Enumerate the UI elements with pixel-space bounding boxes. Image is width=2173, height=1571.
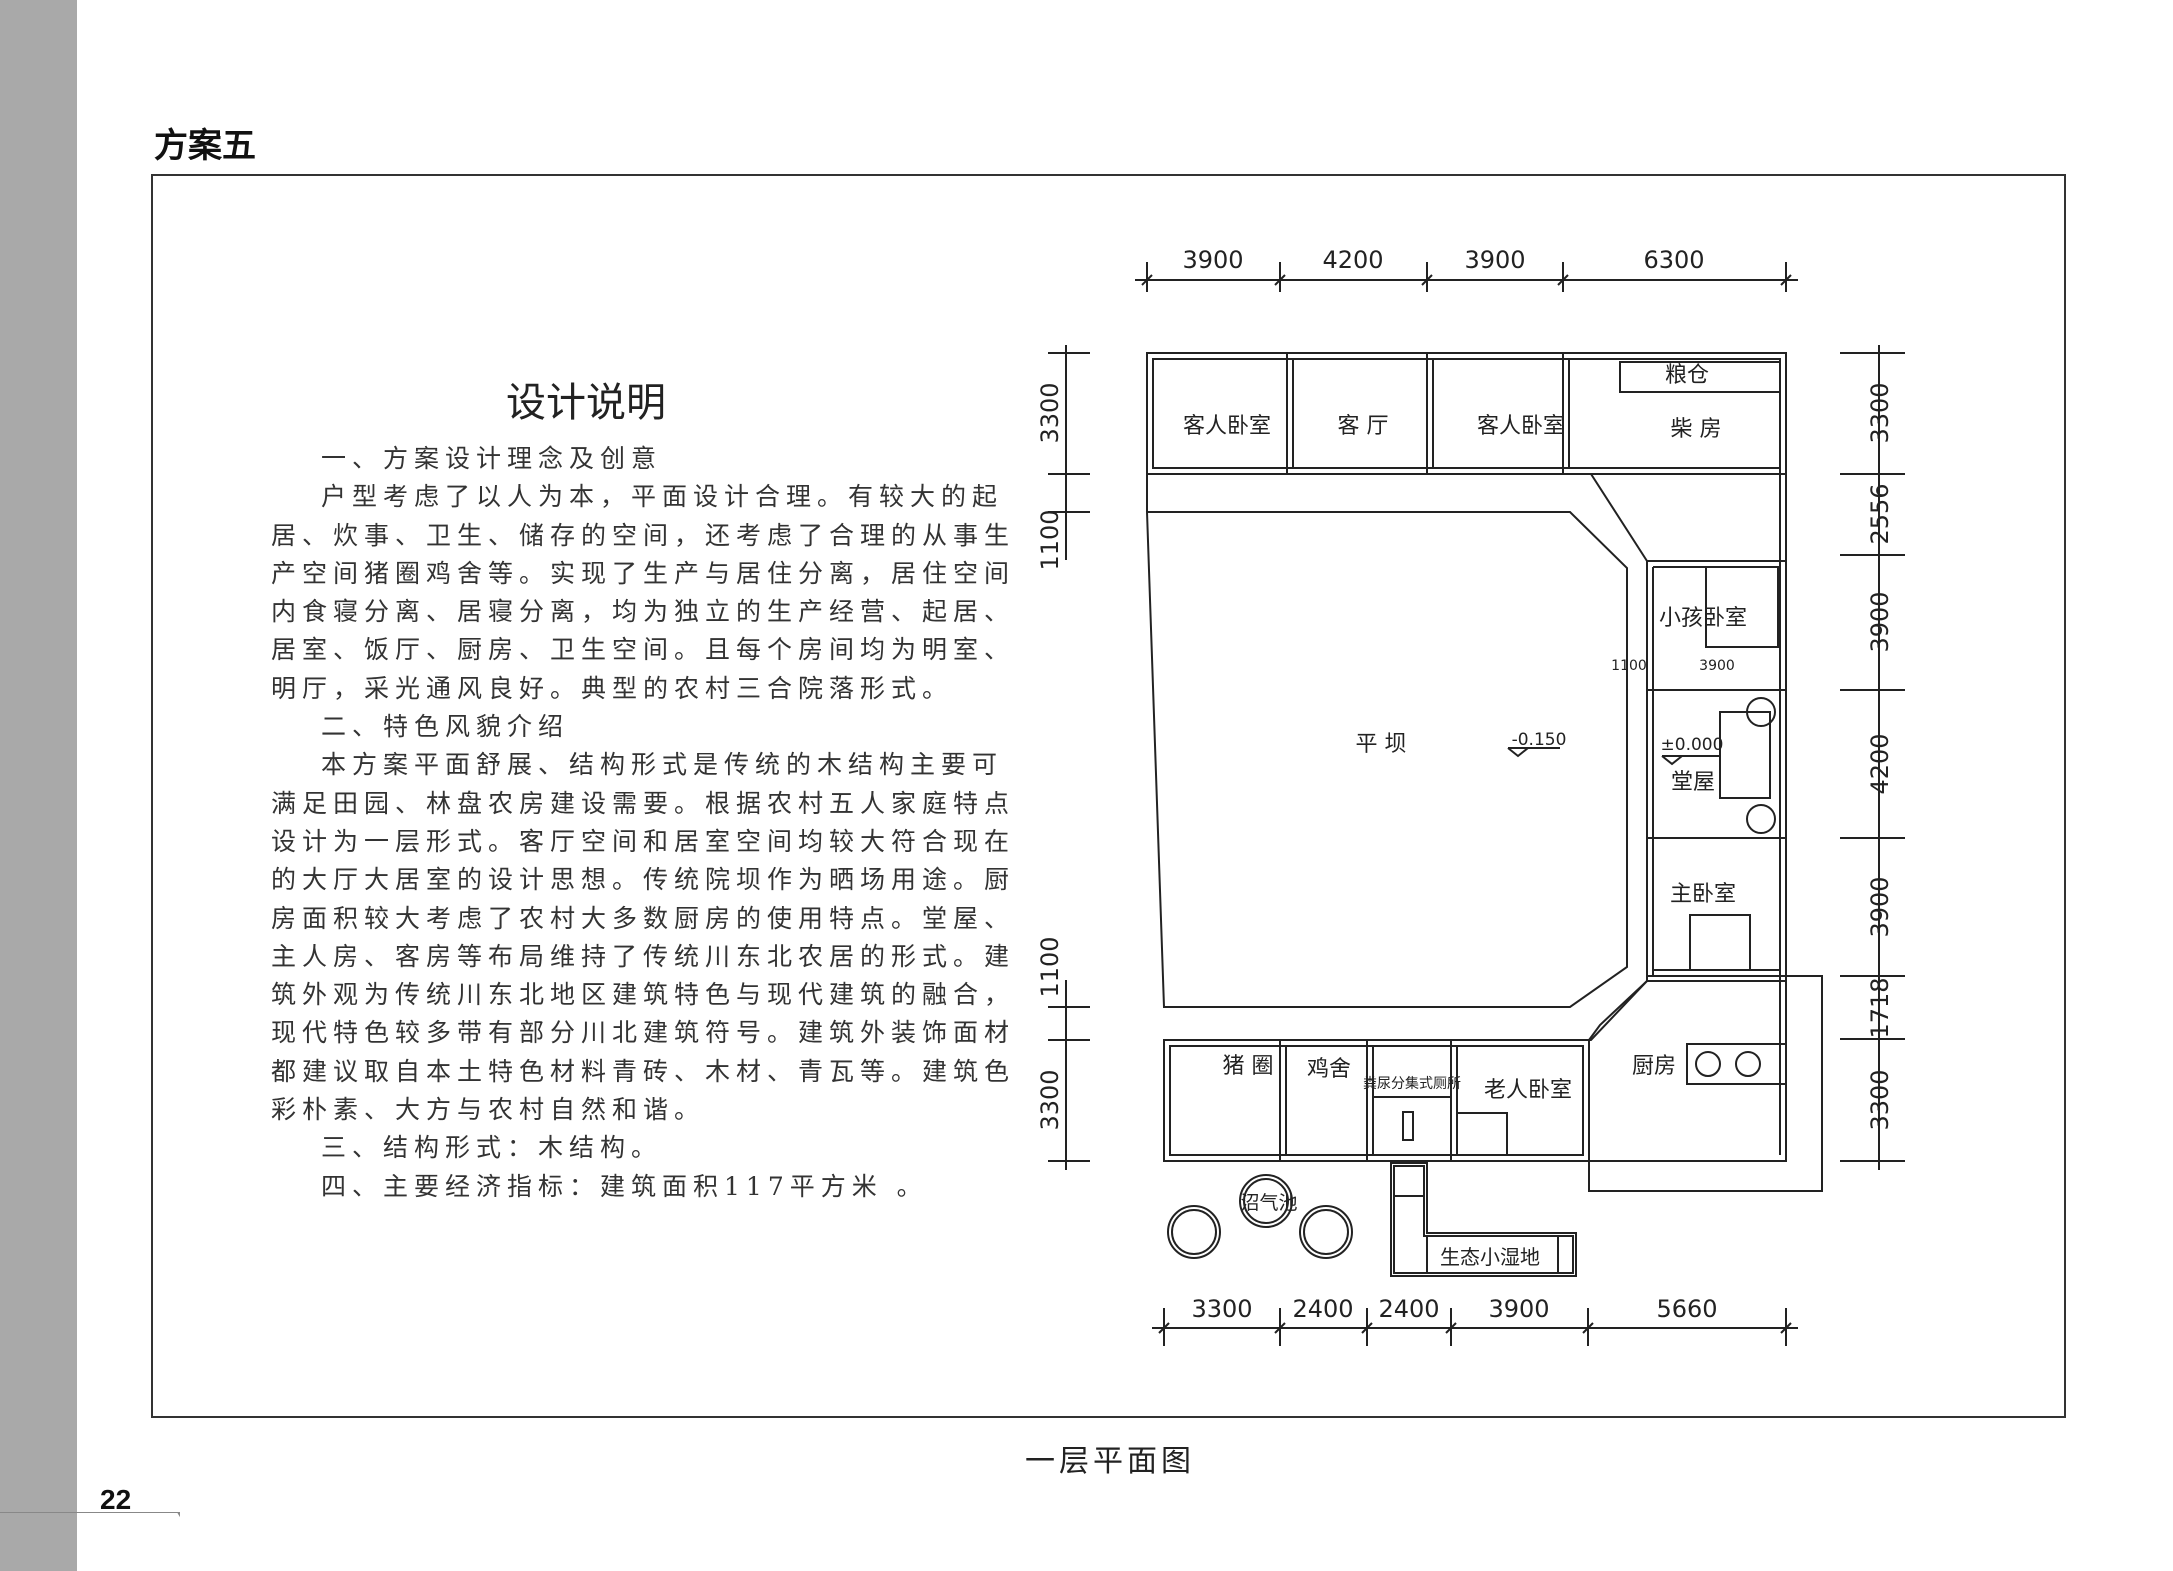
wetland-label: 生态小湿地 — [1440, 1245, 1540, 1269]
dimension-tick — [1274, 274, 1286, 286]
dim-bottom-2: 2400 — [1292, 1295, 1353, 1323]
page-side-strip — [0, 0, 77, 1571]
dim-top-2: 4200 — [1322, 246, 1383, 274]
dim-right-5: 3900 — [1866, 876, 1894, 937]
description-line: 居室、饭厅、厨房、卫生空间。且每个房间均为明室、 — [271, 635, 1016, 665]
dimension-tick — [1141, 274, 1153, 286]
room-granary: 粮仓 — [1665, 363, 1709, 388]
dimension-tick — [1158, 1322, 1170, 1334]
courtyard-level: -0.150 — [1512, 730, 1567, 750]
dim-right-4: 4200 — [1866, 733, 1894, 794]
dim-right-2: 2556 — [1866, 483, 1894, 544]
description-line: 满足田园、林盘农房建设需要。根据农村五人家庭特点 — [271, 788, 1016, 818]
dimension-tick — [1780, 1322, 1792, 1334]
room-master-bedroom: 主卧室 — [1670, 882, 1736, 907]
dim-left-3: 1100 — [1036, 936, 1064, 997]
description-line: 居、炊事、卫生、储存的空间，还考虑了合理的从事生 — [271, 520, 1016, 550]
description-line: 本方案平面舒展、结构形式是传统的木结构主要可 — [321, 750, 1004, 780]
description-line: 产空间猪圈鸡舍等。实现了生产与居住分离，居住空间 — [271, 558, 1016, 588]
content-frame — [151, 174, 2066, 1418]
room-guest-bedroom-1: 客人卧室 — [1183, 414, 1271, 439]
room-woodshed: 柴 房 — [1671, 417, 1722, 442]
room-toilet: 粪尿分集式厕所 — [1363, 1075, 1461, 1092]
dim-top-1: 3900 — [1182, 246, 1243, 274]
courtyard-outline — [1145, 511, 1628, 1008]
description-title: 设计说明 — [506, 380, 666, 426]
room-child-bedroom: 小孩卧室 — [1659, 606, 1747, 631]
room-living: 客 厅 — [1338, 414, 1389, 439]
dim-right-6: 1718 — [1866, 977, 1894, 1038]
description-line: 现代特色较多带有部分川北建筑符号。建筑外装饰面材 — [271, 1018, 1016, 1048]
description-line: 主人房、客房等布局维持了传统川东北农居的形式。建 — [271, 941, 1016, 971]
dim-bottom-3: 2400 — [1378, 1295, 1439, 1323]
dimension-tick — [1557, 274, 1569, 286]
description-body: 一、方案设计理念及创意户型考虑了以人为本，平面设计合理。有较大的起居、炊事、卫生… — [271, 440, 1016, 1206]
description-line: 二、特色风貌介绍 — [321, 712, 570, 742]
page-number: 22 — [100, 1484, 132, 1515]
dim-bottom-1: 3300 — [1191, 1295, 1252, 1323]
description-line: 四、主要经济指标：建筑面积117平方米 。 — [321, 1171, 928, 1201]
room-elder-bedroom: 老人卧室 — [1484, 1078, 1572, 1103]
dim-top-3: 3900 — [1464, 246, 1525, 274]
dim-bottom-5: 5660 — [1656, 1295, 1717, 1323]
room-chicken-coop: 鸡舍 — [1307, 1057, 1351, 1082]
dimension-tick — [1445, 1322, 1457, 1334]
room-hall: 堂屋 — [1671, 770, 1715, 795]
dim-left-4: 3300 — [1036, 1069, 1064, 1130]
south-wing-wall — [1163, 1039, 1590, 1162]
dimension-tick — [1274, 1322, 1286, 1334]
description-line: 的大厅大居室的设计思想。传统院坝作为晒场用途。厨 — [271, 865, 1016, 895]
biogas-pit-label: 沼气池 — [1240, 1192, 1297, 1214]
description-line: 一、方案设计理念及创意 — [321, 444, 663, 473]
description-line: 明厅，采光通风良好。典型的农村三合院落形式。 — [271, 673, 954, 703]
description-line: 户型考虑了以人为本，平面设计合理。有较大的起 — [321, 482, 1004, 512]
dim-right-3: 3900 — [1866, 591, 1894, 652]
dimension-tick — [1780, 274, 1792, 286]
dim-left-2: 1100 — [1036, 509, 1064, 570]
inner-dim-1: 1100 — [1611, 658, 1647, 674]
wetland-outline — [1390, 1162, 1577, 1277]
description-line: 房面积较大考虑了农村大多数厨房的使用特点。堂屋、 — [271, 903, 1016, 933]
room-guest-bedroom-2: 客人卧室 — [1477, 414, 1565, 439]
dimension-tick — [1421, 274, 1433, 286]
description-line: 筑外观为传统川东北地区建筑特色与现代建筑的融合， — [271, 980, 1016, 1010]
inner-dim-2: 3900 — [1699, 658, 1735, 674]
room-courtyard: 平 坝 — [1356, 732, 1407, 757]
description-line: 内食寝分离、居寝分离，均为独立的生产经营、起居、 — [271, 597, 1016, 627]
dim-top-4: 6300 — [1643, 246, 1704, 274]
room-kitchen: 厨房 — [1632, 1054, 1676, 1079]
dim-left-1: 3300 — [1036, 382, 1064, 443]
description-line: 都建议取自本土特色材料青砖、木材、青瓦等。建筑色 — [271, 1056, 1016, 1086]
plan-caption: 一层平面图 — [1025, 1444, 1195, 1479]
dim-right-1: 3300 — [1866, 382, 1894, 443]
dim-bottom-4: 3900 — [1488, 1295, 1549, 1323]
dimension-tick — [1361, 1322, 1373, 1334]
description-line: 三、结构形式：木结构。 — [321, 1133, 663, 1163]
hall-level: ±0.000 — [1661, 735, 1724, 755]
dimension-tick — [1582, 1322, 1594, 1334]
description-line: 设计为一层形式。客厅空间和居室空间均较大符合现在 — [271, 826, 1016, 856]
scheme-title: 方案五 — [154, 126, 256, 166]
room-pigsty: 猪 圈 — [1223, 1054, 1274, 1079]
dim-right-7: 3300 — [1866, 1069, 1894, 1130]
description-line: 彩朴素、大方与农村自然和谐。 — [271, 1095, 706, 1125]
